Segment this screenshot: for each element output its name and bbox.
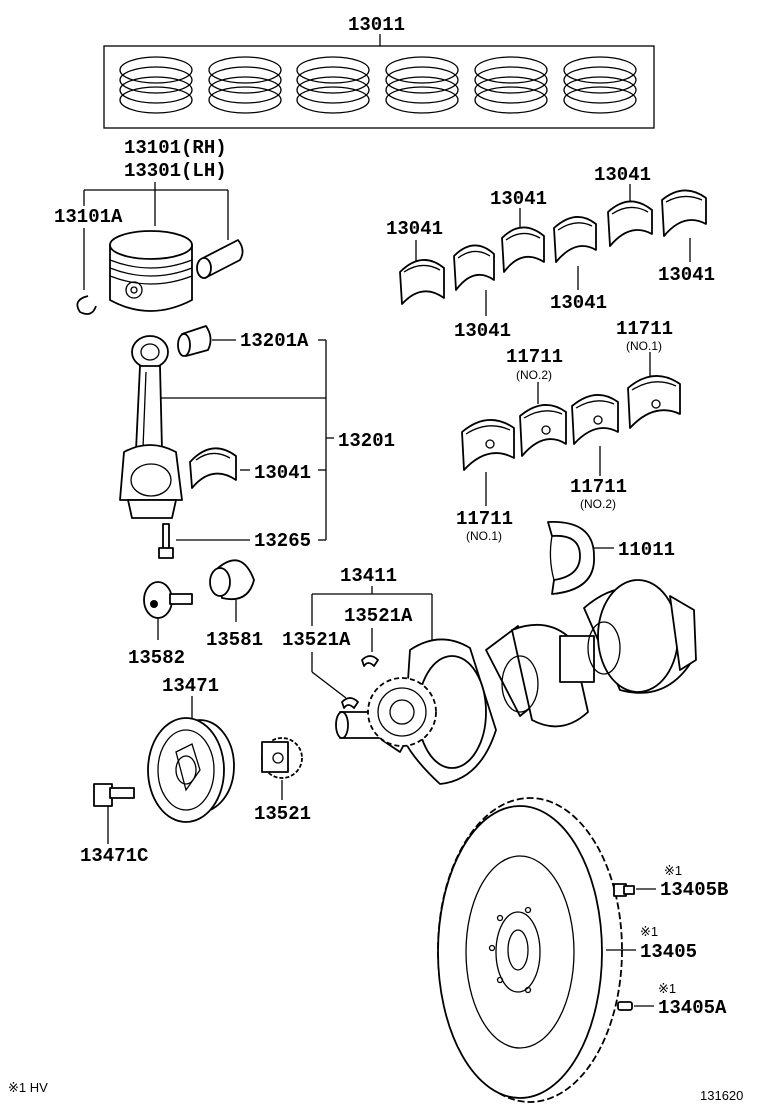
crank-pulley[interactable] xyxy=(147,717,235,823)
piston-ring-group-3 xyxy=(296,56,370,114)
mark-flywheel-pin: ※1 xyxy=(658,981,676,996)
flywheel[interactable] xyxy=(437,797,623,1103)
crankshaft[interactable] xyxy=(335,579,697,785)
label-flywheel[interactable]: 13405 xyxy=(640,941,697,963)
label-crank-bearing-bottom-mid[interactable]: 11711 xyxy=(570,476,627,498)
label-piston-ring-set[interactable]: 13011 xyxy=(348,14,405,36)
main-bearing-3[interactable] xyxy=(501,226,545,273)
sublabel-crank-bearing-top-right: (NO.1) xyxy=(626,339,662,353)
crank-bearing-bottom-left[interactable] xyxy=(461,419,515,471)
label-main-bearing-6[interactable]: 13041 xyxy=(658,264,715,286)
main-bearing-6[interactable] xyxy=(661,189,707,237)
flywheel-leader-lines xyxy=(606,888,656,1007)
label-thrust-washer[interactable]: 11011 xyxy=(618,539,675,561)
label-pulley-bolt[interactable]: 13471C xyxy=(80,845,148,867)
label-washer-bolt[interactable]: 13582 xyxy=(128,647,185,669)
piston-ring-group-1 xyxy=(119,56,193,114)
label-piston-lh[interactable]: 13301(LH) xyxy=(124,160,227,182)
conrod-bolt[interactable] xyxy=(158,523,174,559)
piston-leader-lines xyxy=(83,182,229,290)
spacer[interactable] xyxy=(209,559,255,601)
label-crank-bearing-top-right[interactable]: 11711 xyxy=(616,318,673,340)
main-bearing-2[interactable] xyxy=(453,244,495,291)
label-main-bearing-4[interactable]: 13041 xyxy=(454,320,511,342)
sublabel-crank-bearing-top-mid: (NO.2) xyxy=(516,368,552,382)
label-piston-rh[interactable]: 13101(RH) xyxy=(124,137,227,159)
label-main-bearing-2[interactable]: 13041 xyxy=(490,188,547,210)
crank-timing-sprocket[interactable] xyxy=(367,677,437,747)
mark-flywheel: ※1 xyxy=(640,924,658,939)
flywheel-bolt[interactable] xyxy=(613,883,635,897)
label-key-lower[interactable]: 13521A xyxy=(282,629,351,651)
label-crankshaft[interactable]: 13411 xyxy=(340,565,397,587)
diagram-number: 131620 xyxy=(700,1088,743,1103)
timing-gear[interactable] xyxy=(261,737,303,779)
label-main-bearing-5[interactable]: 13041 xyxy=(550,292,607,314)
piston-ring-set[interactable] xyxy=(103,34,655,129)
piston-pin[interactable] xyxy=(196,239,244,279)
flywheel-pin[interactable] xyxy=(617,1001,633,1011)
piston-snap-ring[interactable] xyxy=(76,295,97,315)
crankshaft-leader-lines xyxy=(311,586,433,699)
label-main-bearing-3[interactable]: 13041 xyxy=(594,164,651,186)
label-conrod-bushing[interactable]: 13201A xyxy=(240,330,309,352)
footnote: ※1 HV xyxy=(8,1080,48,1095)
label-pulley[interactable]: 13471 xyxy=(162,675,219,697)
label-crank-bearing-bottom-left[interactable]: 11711 xyxy=(456,508,513,530)
thrust-washer[interactable] xyxy=(547,521,595,595)
crank-bearing-top-right[interactable] xyxy=(627,375,681,429)
label-conrod-bearing[interactable]: 13041 xyxy=(254,462,311,484)
piston[interactable] xyxy=(109,230,193,312)
conrod-bearing[interactable] xyxy=(189,447,237,489)
sublabel-crank-bearing-bottom-left: (NO.1) xyxy=(466,529,502,543)
conrod-leader-lines xyxy=(160,339,334,541)
label-key-upper[interactable]: 13521A xyxy=(344,605,413,627)
label-main-bearing-1[interactable]: 13041 xyxy=(386,218,443,240)
label-flywheel-bolt[interactable]: 13405B xyxy=(660,879,728,901)
connecting-rod[interactable] xyxy=(119,335,183,519)
crank-bearing-leader-lines xyxy=(485,352,651,506)
key-lower[interactable] xyxy=(341,697,359,709)
key-upper[interactable] xyxy=(361,655,379,667)
piston-ring-group-6 xyxy=(563,56,637,114)
piston-ring-group-5 xyxy=(474,56,548,114)
conrod-bushing[interactable] xyxy=(177,325,212,357)
piston-ring-group-4 xyxy=(385,56,459,114)
label-conrod-bolt[interactable]: 13265 xyxy=(254,530,311,552)
main-bearing-5[interactable] xyxy=(607,200,653,247)
label-crank-bearing-top-mid[interactable]: 11711 xyxy=(506,346,563,368)
sublabel-crank-bearing-bottom-mid: (NO.2) xyxy=(580,497,616,511)
label-flywheel-pin[interactable]: 13405A xyxy=(658,997,727,1019)
pulley-bolt[interactable] xyxy=(93,783,135,807)
label-spacer[interactable]: 13581 xyxy=(206,629,263,651)
main-bearing-4[interactable] xyxy=(553,216,597,263)
washer-bolt[interactable] xyxy=(143,581,193,619)
piston-ring-group-2 xyxy=(208,56,282,114)
crank-bearing-bottom-mid[interactable] xyxy=(571,394,619,445)
label-snap-ring[interactable]: 13101A xyxy=(54,206,123,228)
mark-flywheel-bolt: ※1 xyxy=(664,863,682,878)
label-timing-gear[interactable]: 13521 xyxy=(254,803,311,825)
crank-bearing-top-mid[interactable] xyxy=(519,404,567,457)
main-bearing-1[interactable] xyxy=(399,259,445,305)
label-conrod-assy[interactable]: 13201 xyxy=(338,430,395,452)
